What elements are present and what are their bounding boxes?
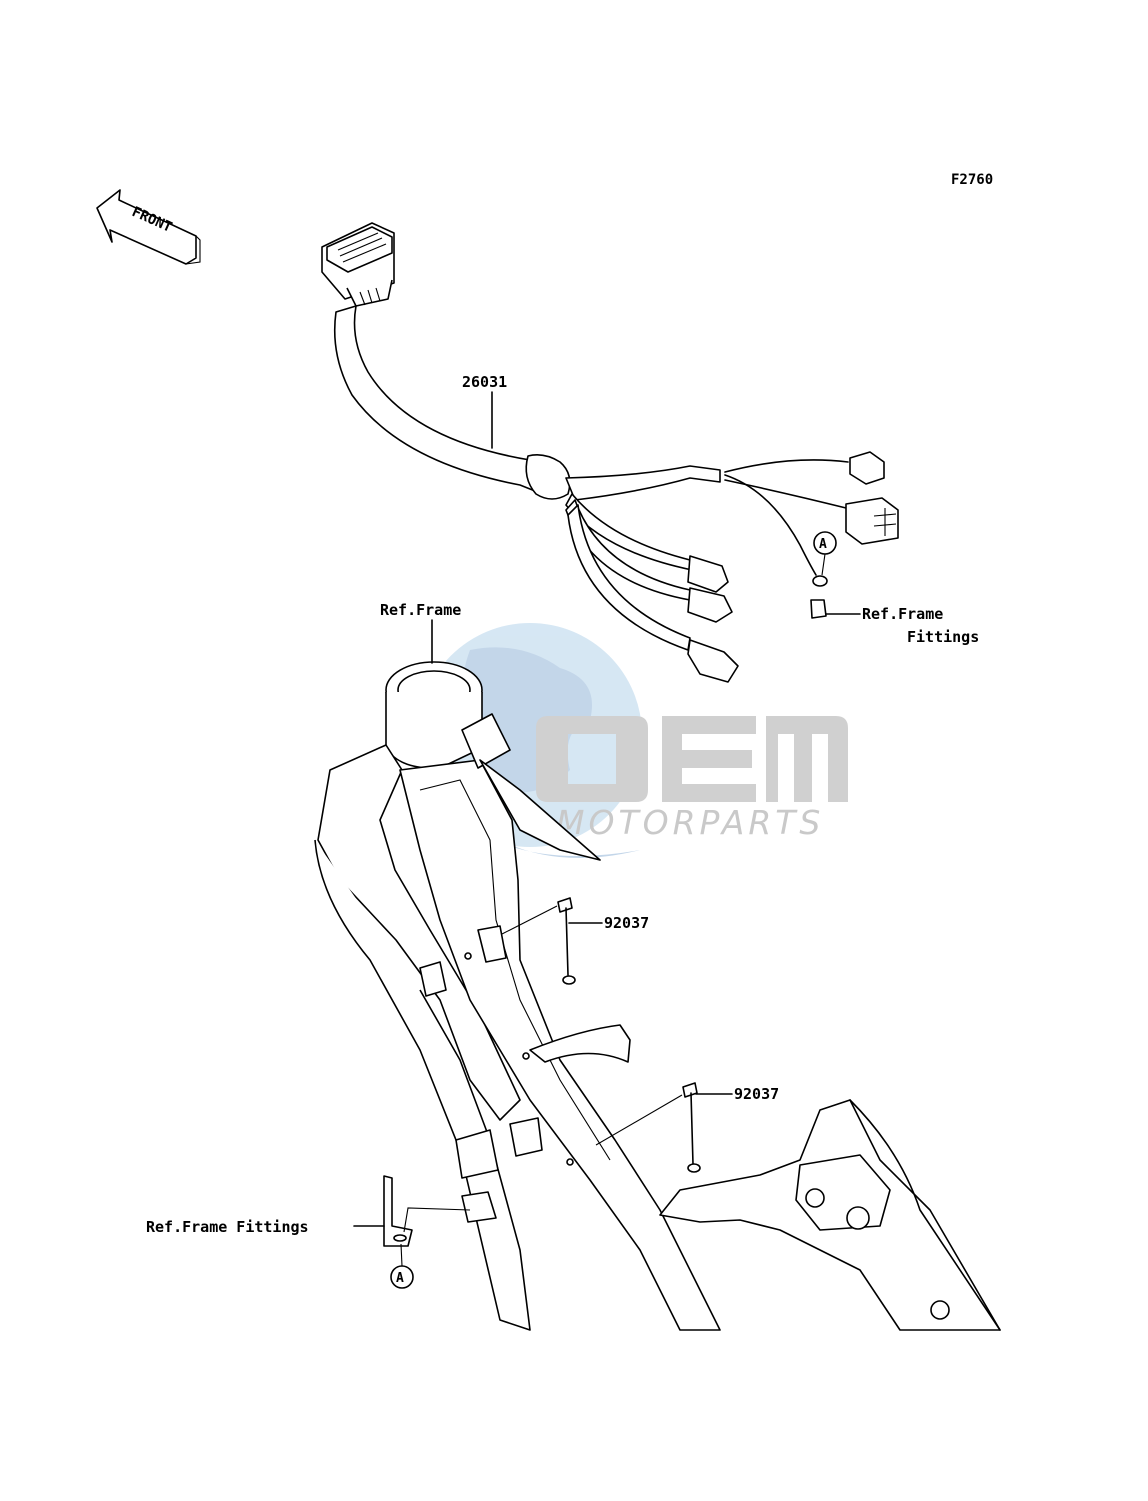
connector-six-pin [845, 497, 899, 545]
ref-fittings-top-line1: Ref.Frame [862, 605, 943, 623]
cross-member [529, 1024, 631, 1063]
part-92037-lower-label: 92037 [734, 1085, 779, 1103]
clamp-tab-upper [477, 925, 507, 963]
lower-tab [461, 1191, 497, 1223]
watermark-brand [536, 716, 848, 802]
band-lower-head [682, 1082, 698, 1098]
lower-bracket [455, 1129, 499, 1179]
six-pin-grid [873, 508, 897, 536]
connector-wires [359, 287, 381, 306]
frame-hole-b [566, 1158, 574, 1166]
front-arrow-shape [96, 189, 197, 265]
clamp-tab-lower [509, 1117, 543, 1157]
head-bracket [461, 713, 511, 769]
ground-plate-body [383, 1175, 413, 1247]
harness-sheath [333, 305, 551, 496]
connector-small-top [849, 451, 885, 485]
watermark-subtitle: MOTORPARTS [556, 803, 824, 842]
ground-plate-hole [393, 1234, 407, 1242]
mark-a-top-leader [821, 553, 826, 576]
mount-boss [419, 961, 447, 997]
cable-band-upper [501, 897, 603, 985]
connector-pins [337, 232, 387, 263]
mark-a-bottom-leader [400, 1243, 403, 1267]
spar-highlight [419, 779, 611, 1161]
band-upper-install [501, 905, 558, 935]
mark-a-top: A [819, 537, 827, 552]
branch-small [724, 459, 849, 473]
connector-lower-1 [687, 555, 729, 593]
mark-a-bottom: A [396, 1271, 404, 1286]
ref-fittings-bottom-label: Ref.Frame Fittings [146, 1218, 309, 1236]
ground-plate-install [403, 1207, 471, 1233]
pivot-hole-3 [930, 1300, 950, 1320]
band-upper-tail [562, 975, 576, 985]
band-upper-strap [565, 907, 569, 976]
ref-frame-label: Ref.Frame [380, 601, 461, 619]
band-upper-head [557, 897, 573, 913]
frame-hole-c [464, 952, 472, 960]
front-arrow: FRONT [96, 189, 201, 265]
spar-front-plate [479, 759, 601, 861]
ground-plate: A [353, 1175, 471, 1289]
part-26031-label: 26031 [462, 373, 507, 391]
frame-bolt [810, 599, 827, 619]
watermark-letter-m [766, 716, 848, 802]
band-lower-install [595, 1094, 683, 1146]
pivot-hole-1 [805, 1188, 825, 1208]
part-92037-upper-label: 92037 [604, 914, 649, 932]
figure-code: F2760 [951, 172, 993, 188]
front-gusset [317, 744, 521, 1121]
watermark-letter-e [662, 716, 756, 802]
cable-band-lower [595, 1082, 733, 1173]
band-lower-tail [687, 1163, 701, 1173]
frame-hole-a [522, 1052, 530, 1060]
ref-fittings-top-line2: Fittings [907, 628, 979, 646]
pivot-hole-2 [846, 1206, 870, 1230]
band-lower-strap [690, 1092, 694, 1165]
wiring-harness: A [321, 222, 899, 683]
front-arrow-shadow [185, 235, 201, 265]
ground-terminal [812, 575, 828, 587]
right-rail [849, 1099, 1001, 1331]
branch-mid [724, 479, 847, 509]
branch-upper [565, 465, 721, 501]
connector-lower-3 [687, 639, 739, 683]
harness-band [525, 454, 571, 500]
main-spar [399, 759, 721, 1331]
main-connector-top [326, 226, 393, 273]
frame [314, 661, 1001, 1331]
connector-lower-2 [687, 587, 733, 623]
watermark-letter-o [536, 716, 648, 802]
